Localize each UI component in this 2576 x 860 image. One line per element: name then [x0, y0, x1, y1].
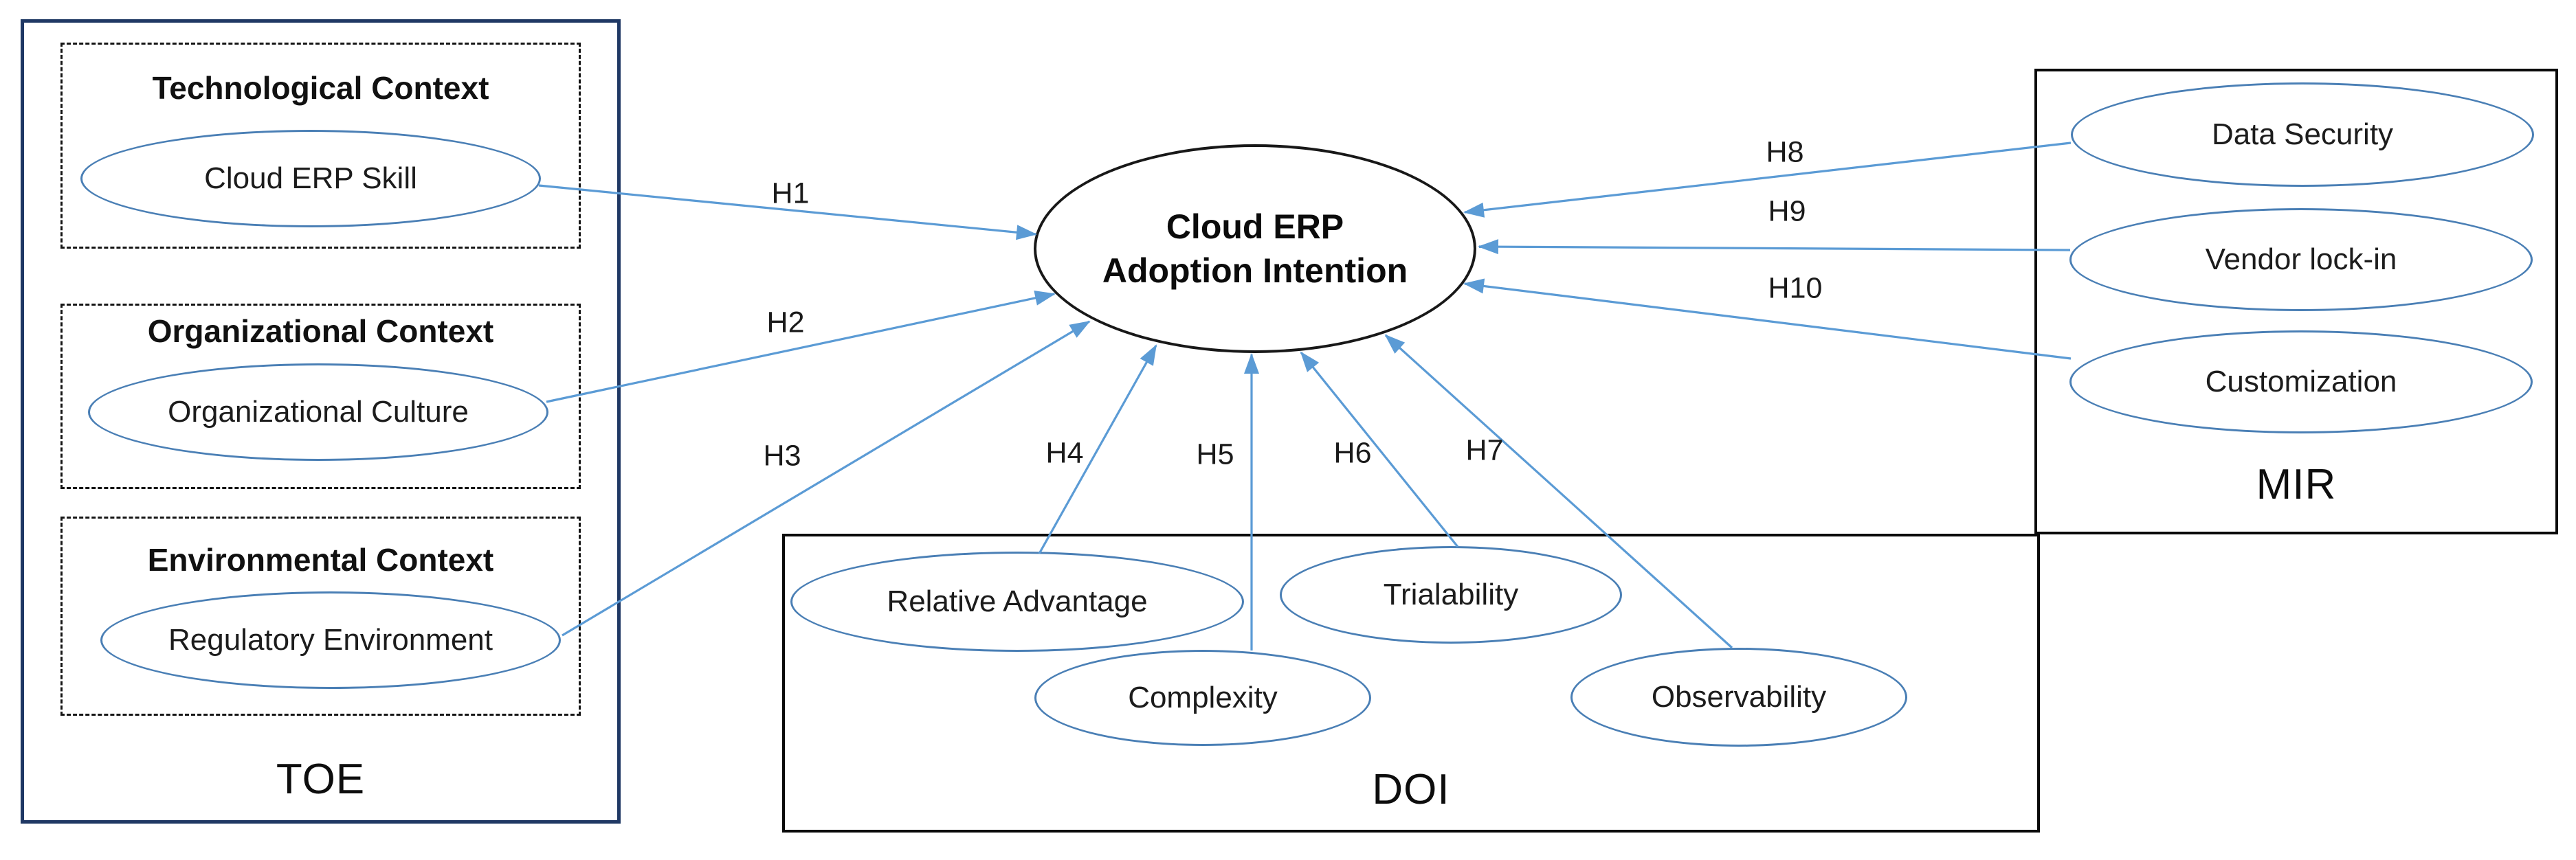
customization-label: Customization — [2205, 365, 2397, 398]
hypothesis-label-h8: H8 — [1766, 135, 1804, 169]
vendor-lock-in-ellipse: Vendor lock-in — [2069, 208, 2533, 311]
organizational-culture-ellipse: Organizational Culture — [88, 363, 548, 461]
center-label-line2: Adoption Intention — [1102, 251, 1408, 290]
hypothesis-label-h9: H9 — [1768, 194, 1806, 228]
toe-label: TOE — [276, 756, 366, 803]
center-label-line1: Cloud ERP — [1166, 207, 1344, 246]
cloud-erp-adoption-intention-ellipse: Cloud ERP Adoption Intention — [1034, 144, 1476, 353]
hypothesis-label-h4: H4 — [1045, 436, 1084, 470]
technological-context-box — [60, 43, 581, 249]
hypothesis-label-h3: H3 — [763, 439, 801, 473]
arrow-h9 — [1478, 239, 2071, 255]
hypothesis-label-h2: H2 — [766, 306, 805, 339]
regulatory-environment-ellipse: Regulatory Environment — [100, 591, 561, 689]
data-security-label: Data Security — [2211, 117, 2394, 151]
customization-ellipse: Customization — [2069, 330, 2533, 433]
complexity-label: Complexity — [1128, 681, 1278, 714]
trialability-label: Trialability — [1383, 578, 1519, 611]
environmental-context-title: Environmental Context — [147, 542, 494, 578]
organizational-context-title: Organizational Context — [147, 313, 494, 349]
cloud-erp-skill-label: Cloud ERP Skill — [204, 161, 417, 195]
doi-label: DOI — [1372, 766, 1450, 813]
technological-context-title: Technological Context — [152, 70, 489, 106]
trialability-ellipse: Trialability — [1280, 546, 1622, 644]
observability-label: Observability — [1651, 680, 1827, 714]
data-security-ellipse: Data Security — [2071, 82, 2534, 187]
cloud-erp-adoption-intention-label: Cloud ERP Adoption Intention — [1102, 205, 1408, 293]
mir-label: MIR — [2256, 461, 2337, 508]
hypothesis-label-h5: H5 — [1196, 438, 1234, 471]
observability-ellipse: Observability — [1570, 648, 1907, 747]
vendor-lock-in-label: Vendor lock-in — [2205, 242, 2397, 276]
organizational-culture-label: Organizational Culture — [168, 395, 469, 429]
relative-advantage-label: Relative Advantage — [887, 585, 1148, 618]
hypothesis-label-h7: H7 — [1465, 433, 1504, 467]
hypothesis-label-h10: H10 — [1768, 271, 1823, 305]
relative-advantage-ellipse: Relative Advantage — [790, 552, 1244, 652]
complexity-ellipse: Complexity — [1034, 650, 1371, 746]
regulatory-environment-label: Regulatory Environment — [168, 623, 493, 657]
arrow-h6 — [1300, 351, 1459, 548]
hypothesis-label-h1: H1 — [771, 177, 810, 210]
cloud-erp-skill-ellipse: Cloud ERP Skill — [80, 130, 541, 227]
hypothesis-label-h6: H6 — [1333, 436, 1372, 470]
